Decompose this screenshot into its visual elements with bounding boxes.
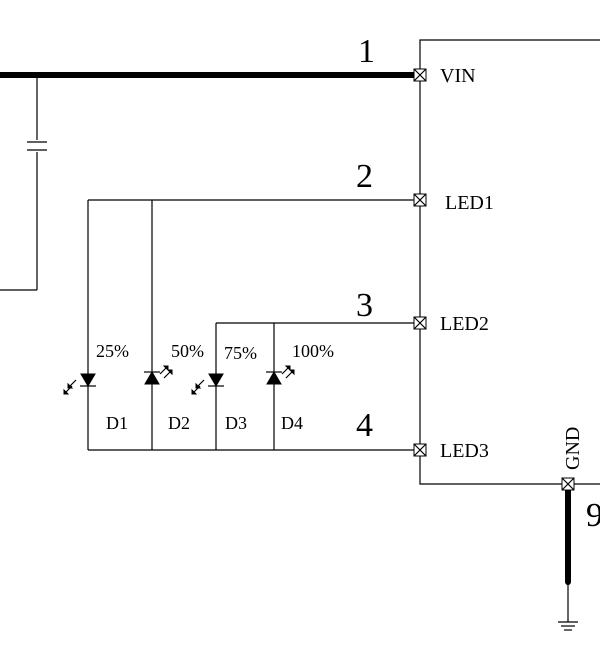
ic-body-outline	[419, 39, 600, 485]
pin-label-led1: LED1	[445, 192, 494, 214]
net-number-2: 2	[356, 158, 373, 195]
net-number-4: 4	[356, 407, 373, 444]
led-d1-symbol	[63, 373, 96, 395]
led-d4-brightness-label: 100%	[292, 341, 334, 361]
pin-marker-led3	[413, 443, 427, 457]
led-d2-symbol	[144, 365, 173, 385]
pin-marker-vin	[413, 68, 427, 82]
led-d4-emission-arrows-icon	[281, 365, 295, 379]
led-d4-symbol	[266, 365, 295, 385]
led-d3-ref-label: D3	[225, 413, 247, 433]
led-d3-emission-arrows-icon	[191, 379, 205, 395]
net-number-3: 3	[356, 287, 373, 324]
led-d1-emission-arrows-icon	[63, 379, 77, 395]
pin-label-led3: LED3	[440, 440, 489, 462]
led-d2-emission-arrows-icon	[159, 365, 173, 379]
pin-marker-led2	[413, 316, 427, 330]
pin-marker-gnd	[561, 477, 575, 491]
partial-pin-number: 9	[586, 497, 600, 534]
led-d2-brightness-label: 50%	[171, 341, 204, 361]
led-d3-symbol	[191, 373, 224, 395]
led-d3-brightness-label: 75%	[224, 343, 257, 363]
led-d2-ref-label: D2	[168, 413, 190, 433]
led-d1-brightness-label: 25%	[96, 341, 129, 361]
pin-label-gnd: GND	[562, 427, 584, 470]
led-d1-ref-label: D1	[106, 413, 128, 433]
pin-label-vin: VIN	[440, 65, 476, 87]
net-number-1: 1	[358, 33, 375, 70]
pin-label-led2: LED2	[440, 313, 489, 335]
led-d4-ref-label: D4	[281, 413, 303, 433]
pin-marker-led1	[413, 193, 427, 207]
